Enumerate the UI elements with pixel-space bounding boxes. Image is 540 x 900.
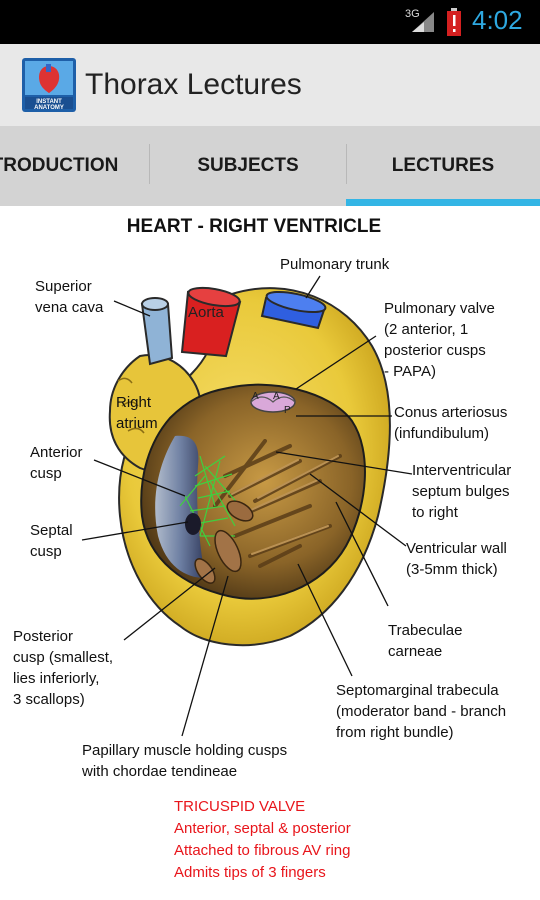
app-title: Thorax Lectures <box>85 68 302 101</box>
signal-strength-icon <box>412 12 434 32</box>
tab-divider <box>346 144 347 184</box>
svg-text:ANATOMY: ANATOMY <box>34 105 64 111</box>
selected-tab-indicator <box>346 199 540 206</box>
label-pulmonary-trunk: Pulmonary trunk <box>280 256 390 273</box>
label-septal-cusp: Septal cusp <box>30 522 73 560</box>
label-interventricular-septum: Interventricular septum bulges to right <box>412 462 512 521</box>
tricuspid-note-line: Anterior, septal & posterior <box>174 820 351 837</box>
tab-subjects[interactable]: SUBJECTS <box>197 155 299 176</box>
label-posterior-cusp: Posterior cusp (smallest, lies inferiorl… <box>13 628 114 708</box>
tricuspid-note-line: Admits tips of 3 fingers <box>174 864 326 881</box>
lecture-figure[interactable]: A A P <box>0 206 540 900</box>
tab-introduction[interactable]: TRODUCTION <box>0 155 119 176</box>
label-trabeculae-carneae: Trabeculae carneae <box>388 622 463 660</box>
action-bar: INSTANT ANATOMY Thorax Lectures <box>0 44 540 126</box>
valve-letter: A <box>273 391 280 402</box>
valve-letter: P <box>284 405 291 416</box>
figure-title: HEART - RIGHT VENTRICLE <box>126 216 382 237</box>
tricuspid-note-title: TRICUSPID VALVE <box>174 798 306 815</box>
svg-text:INSTANT: INSTANT <box>36 99 62 105</box>
clock: 4:02 <box>472 5 523 35</box>
instant-anatomy-logo-icon[interactable]: INSTANT ANATOMY <box>22 58 76 112</box>
status-bar: 3G 4:02 <box>0 0 540 44</box>
label-ventricular-wall: Ventricular wall (3-5mm thick) <box>406 540 507 578</box>
tab-divider <box>149 144 150 184</box>
tricuspid-note-line: Attached to fibrous AV ring <box>174 842 351 859</box>
network-type: 3G <box>405 8 420 20</box>
label-aorta: Aorta <box>188 304 224 321</box>
label-anterior-cusp: Anterior cusp <box>30 444 83 482</box>
heart-right-ventricle-illustration: A A P <box>81 275 413 737</box>
label-conus-arteriosus: Conus arteriosus (infundibulum) <box>394 404 508 442</box>
label-right-atrium: Right atrium <box>116 394 158 432</box>
tab-bar: TRODUCTION SUBJECTS LECTURES <box>0 126 540 206</box>
valve-letter: A <box>252 391 259 402</box>
label-pulmonary-valve: Pulmonary valve (2 anterior, 1 posterior… <box>384 300 495 380</box>
label-papillary-muscle: Papillary muscle holding cusps with chor… <box>82 742 288 780</box>
label-superior-vena-cava: Superior vena cava <box>35 278 104 316</box>
battery-low-icon <box>447 8 461 36</box>
tab-lectures[interactable]: LECTURES <box>391 155 495 176</box>
label-septomarginal-trabecula: Septomarginal trabecula (moderator band … <box>336 682 507 741</box>
